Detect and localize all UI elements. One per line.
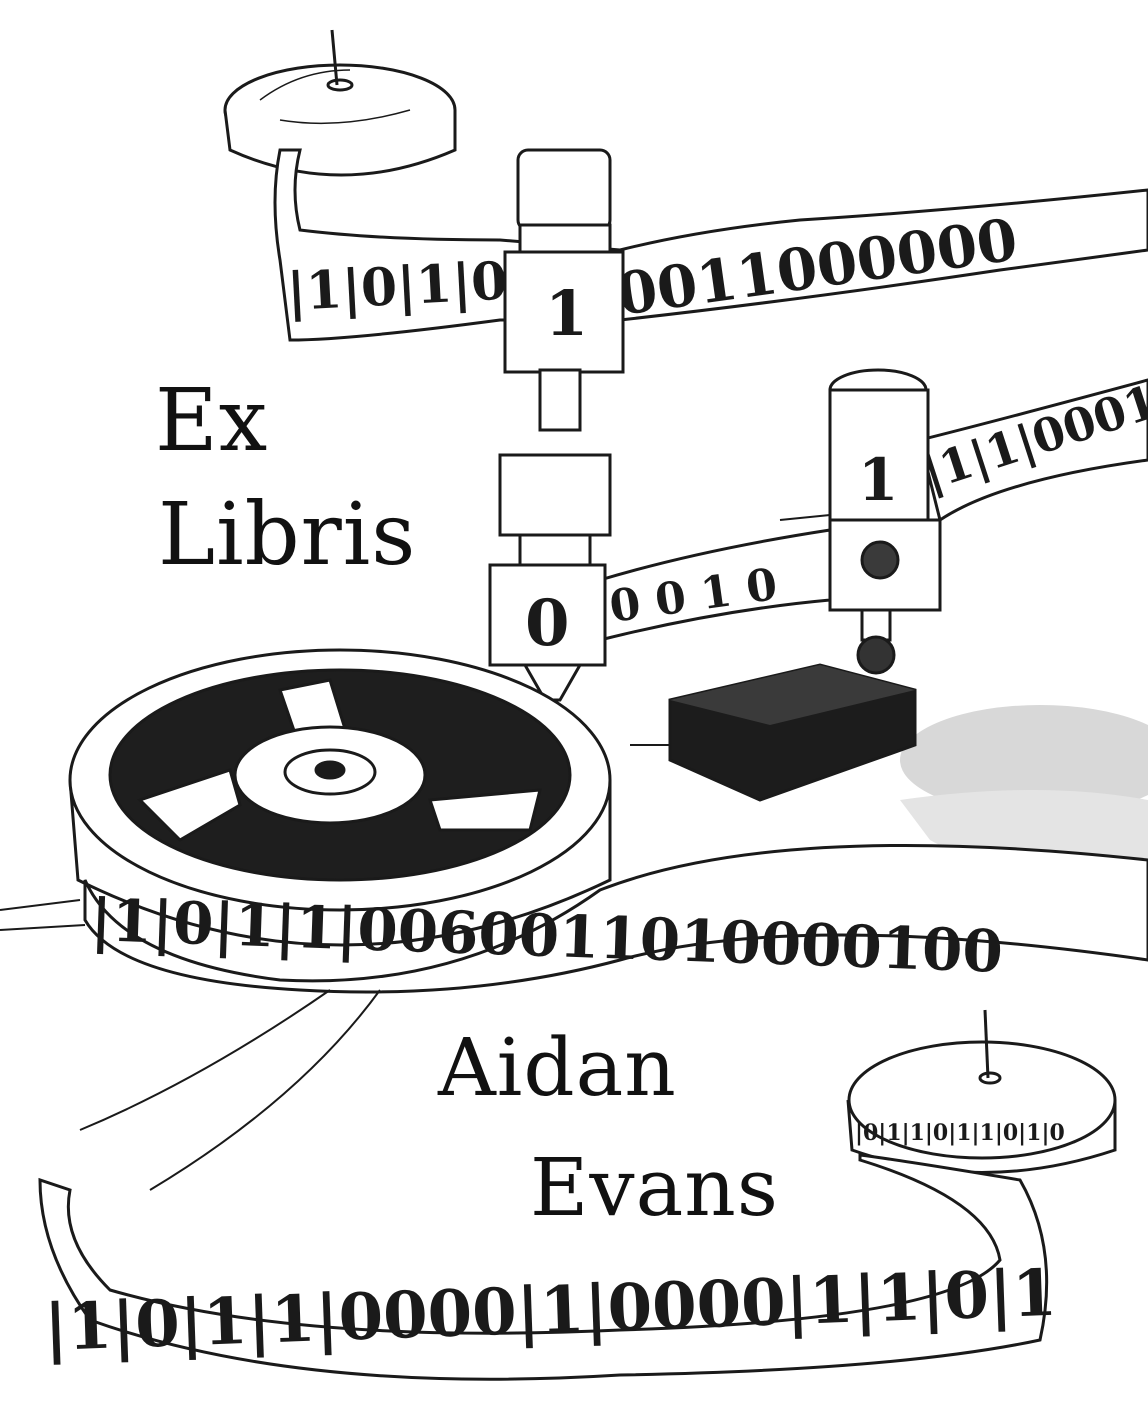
middle-tape: 0 0 1 0 — [598, 528, 832, 642]
upper-write-head — [498, 148, 625, 567]
owner-first-name: Aidan — [438, 1021, 677, 1114]
title-libris: Libris — [158, 485, 417, 585]
title-ex: Ex — [155, 371, 269, 471]
storage-box — [668, 663, 917, 802]
right-head-digit: 1 — [858, 446, 898, 514]
small-reel-bottom — [846, 1009, 1117, 1174]
sketch-lines — [0, 514, 831, 1191]
small-reel-tape-text: |0|1|1|0|1|1|0|1|0 — [855, 1120, 1065, 1146]
shadow-blob — [900, 705, 1148, 815]
lower-head-digit: 0 — [525, 586, 570, 661]
upper-head-digit: 1 — [545, 277, 588, 350]
right-write-head — [828, 368, 942, 675]
owner-last-name: Evans — [530, 1141, 779, 1234]
upper-tape-left-text: |1|0|1|0| — [285, 250, 527, 323]
small-reel-top — [223, 29, 457, 177]
lower-write-head — [488, 563, 607, 702]
large-reel — [68, 648, 612, 947]
upper-tape: |1|0|1|0| 0011000000 — [273, 148, 1148, 342]
right-tape: |1|1|000101 — [917, 354, 1148, 523]
